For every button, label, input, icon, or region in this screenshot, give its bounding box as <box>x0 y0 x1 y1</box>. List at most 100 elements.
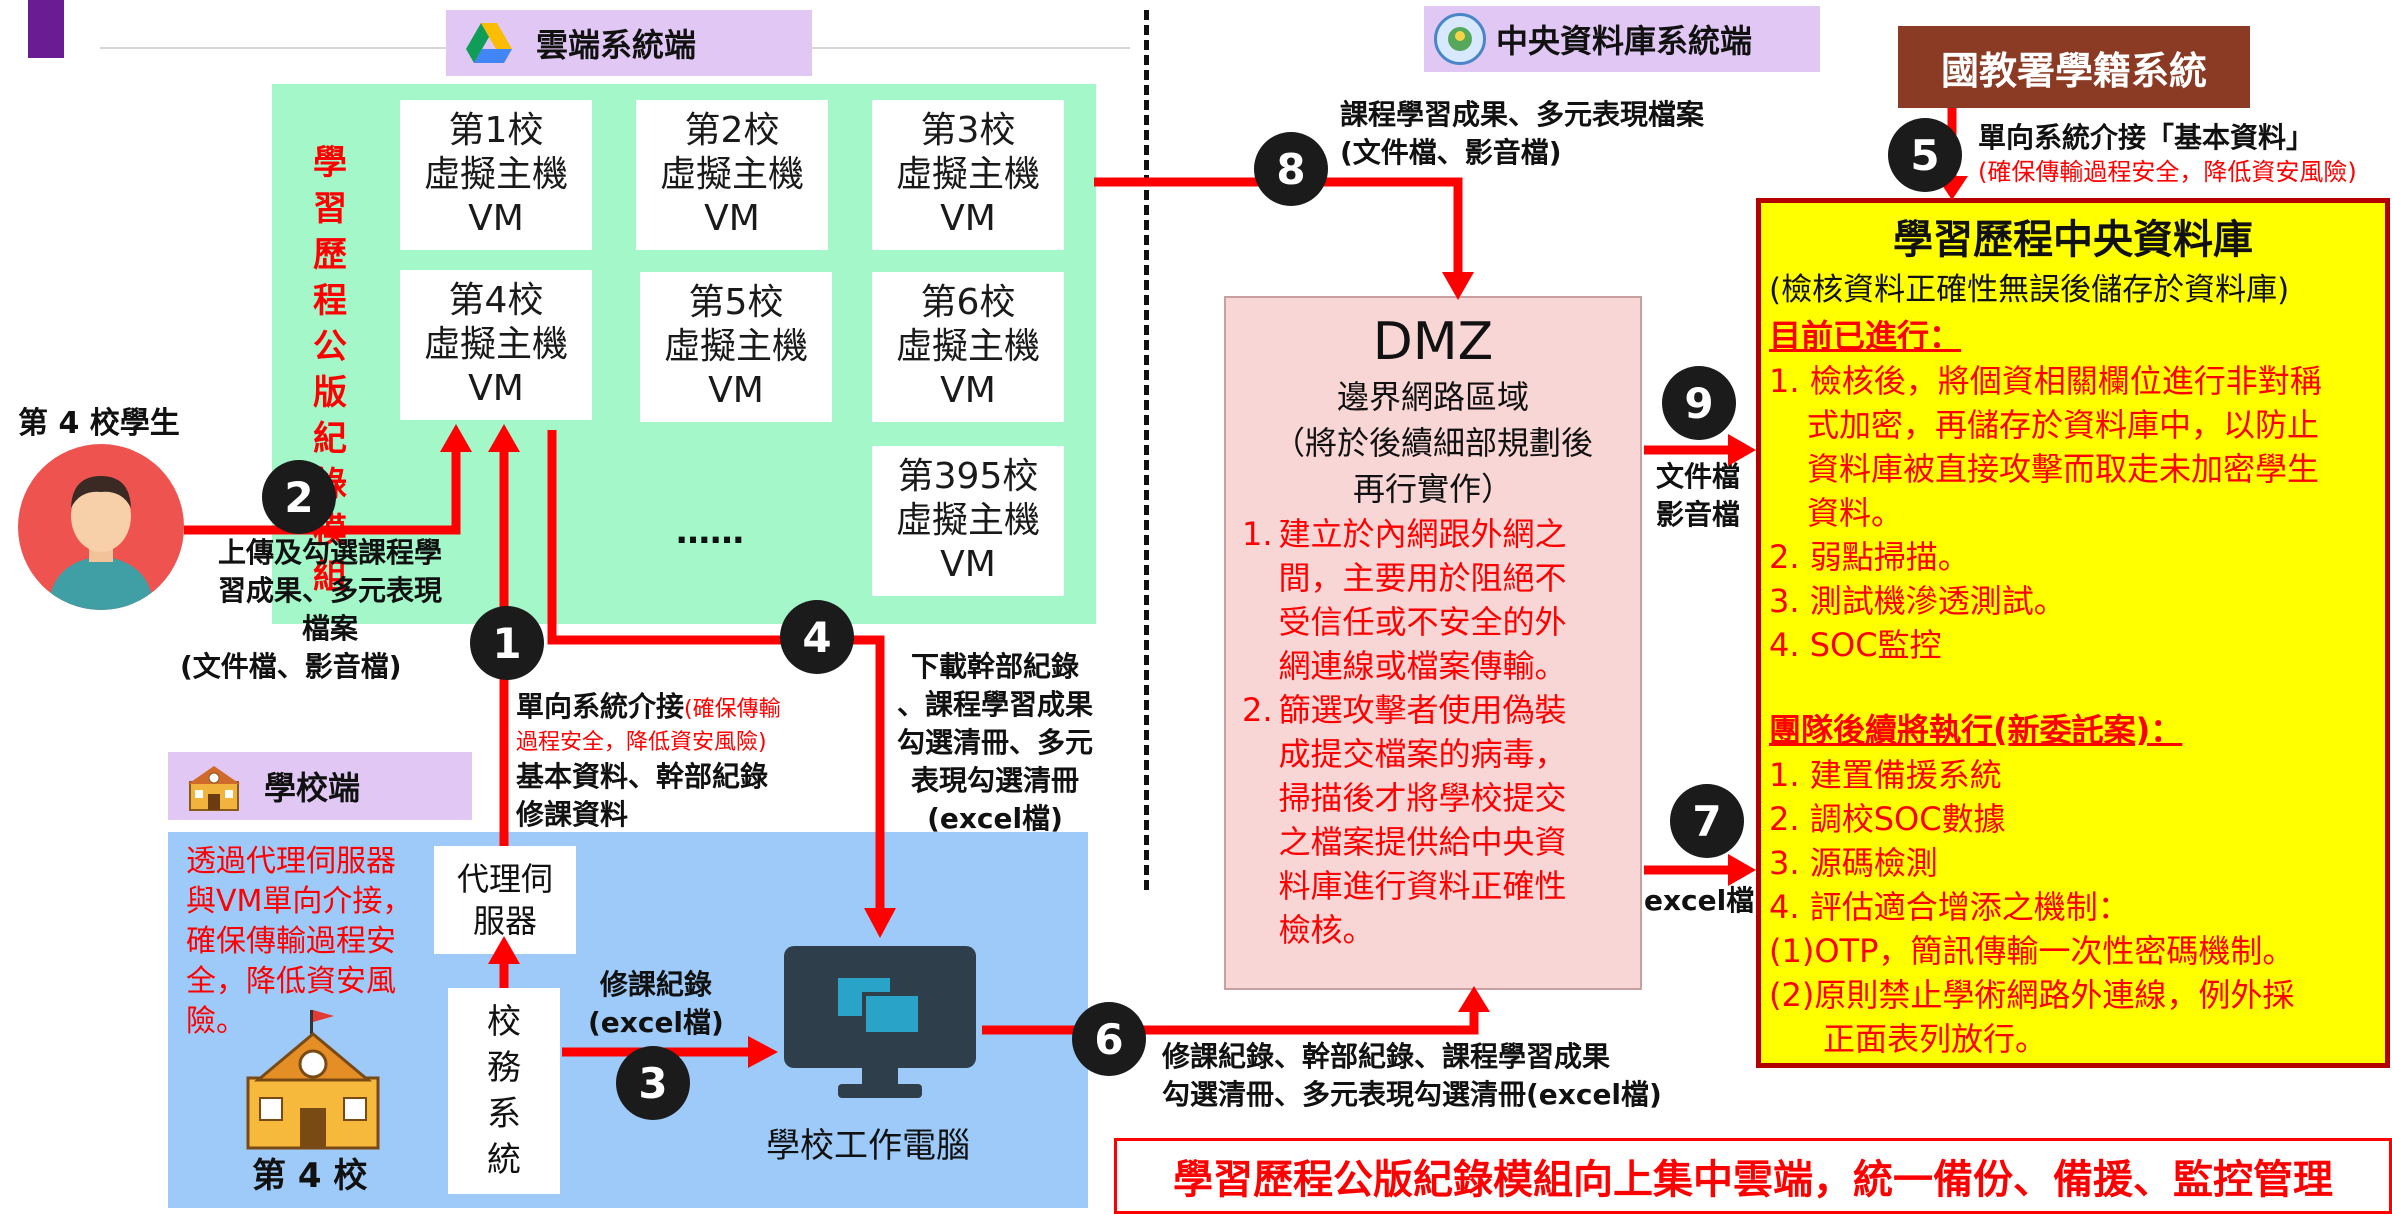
dmz-item-line: 成提交檔案的病毒， <box>1278 735 1567 773</box>
step4-line: 、課程學習成果 <box>896 688 1093 721</box>
central-header: 中央資料庫系統端 <box>1424 6 1820 72</box>
vm-school: 第6校 <box>920 282 1016 323</box>
vm-box: 第2校 虛擬主機 VM <box>636 100 828 250</box>
arrowhead-step6 <box>1458 986 1490 1012</box>
dmz-item-line: 之檔案提供給中央資 <box>1278 823 1567 861</box>
arrowhead-step9 <box>1728 434 1756 466</box>
dmz-box: DMZ 邊界網路區域 （將於後續細部規劃後 再行實作） 1. 建立於內網跟外網之… <box>1224 296 1642 990</box>
arrow-step2 <box>184 448 461 535</box>
step9-line: 影音檔 <box>1656 498 1741 531</box>
step-badge-3: 3 <box>616 1046 690 1120</box>
arrowhead-step7 <box>1728 854 1756 886</box>
step2-line: 上傳及勾選課程學 <box>217 536 442 569</box>
step-badge-4: 4 <box>780 600 854 674</box>
dmz-item-line: 間，主要用於阻絕不 <box>1278 559 1567 597</box>
step1-line: 修課資料 <box>516 798 629 831</box>
school-campus-icon <box>238 1004 388 1154</box>
step3-line: (excel檔) <box>588 1006 724 1039</box>
dmz-sub: （將於後續細部規劃後 <box>1272 424 1593 462</box>
vm-school: 第395校 <box>897 456 1039 497</box>
vm-tag: VM <box>940 544 996 585</box>
vm-box: 第1校 虛擬主機 VM <box>400 100 592 250</box>
step8-line: 課程學習成果、多元表現檔案 <box>1340 98 1705 131</box>
step1-text: 單向系統介接(確保傳輸 過程安全，降低資安風險) 基本資料、幹部紀錄 修課資料 <box>516 690 836 834</box>
school-header-label: 學校端 <box>264 769 361 807</box>
vm-box: 第6校 虛擬主機 VM <box>872 272 1064 422</box>
todo-header: 團隊後續將執行(新委託案)： <box>1769 711 2183 749</box>
vm-school: 第3校 <box>920 110 1016 151</box>
dmz-item: 2. 篩選攻擊者使用偽裝 成提交檔案的病毒， 掃描後才將學校提交 之檔案提供給中… <box>1242 688 1624 952</box>
dmz-item-line: 受信任或不安全的外 <box>1278 603 1567 641</box>
central-header-label: 中央資料庫系統端 <box>1496 22 1753 60</box>
step4-line: (excel檔) <box>927 802 1063 835</box>
step-badge-5: 5 <box>1888 118 1962 192</box>
arrow-step8 <box>1094 177 1463 276</box>
footer-banner: 學習歷程公版紀錄模組向上集中雲端，統一備份、備援、監控管理 <box>1114 1138 2392 1214</box>
school-red-note: 透過代理伺服器 與VM單向介接， 確保傳輸過程安 全，降低資安風 險。 <box>186 842 446 1042</box>
affairs-char: 校 <box>487 1002 521 1042</box>
step-badge-8: 8 <box>1254 132 1328 206</box>
proxy-server-box: 代理伺 服器 <box>434 846 576 954</box>
dmz-item-num: 1. <box>1242 515 1273 553</box>
dmz-item-line: 建立於內網跟外網之 <box>1278 515 1567 553</box>
step2-line: (文件檔、影音檔) <box>180 650 402 683</box>
step2-line: 檔案 <box>301 612 358 645</box>
module-label-line: 公版 <box>313 327 347 413</box>
vm-type: 虛擬主機 <box>895 154 1040 195</box>
vm-type: 虛擬主機 <box>895 326 1040 367</box>
vm-school: 第5校 <box>688 282 784 323</box>
arrowhead-step1 <box>488 424 520 452</box>
step9-text: 文件檔 影音檔 <box>1656 458 1740 534</box>
step7-text: excel檔 <box>1644 884 1755 917</box>
dmz-item: 1. 建立於內網跟外網之 間，主要用於阻絕不 受信任或不安全的外 網連線或檔案傳… <box>1242 512 1624 688</box>
arrow-step4 <box>547 430 885 908</box>
vm-tag: VM <box>940 198 996 239</box>
arrowhead-affairs-proxy <box>488 936 520 964</box>
arrow-step6 <box>982 1008 1479 1035</box>
step2-text: 上傳及勾選課程學 習成果、多元表現 檔案 (文件檔、影音檔) <box>180 534 480 686</box>
workstation-label: 學校工作電腦 <box>766 1126 970 1166</box>
todo-item: (1)OTP，簡訊傳輸一次性密碼機制。 <box>1769 932 2295 970</box>
step9-line: 文件檔 <box>1656 460 1741 493</box>
affairs-char: 統 <box>487 1140 521 1180</box>
dmz-sub: 再行實作） <box>1352 470 1513 508</box>
vm-tag: VM <box>704 198 760 239</box>
step4-line: 勾選清冊、多元 <box>896 726 1093 759</box>
school-label: 第 4 校 <box>252 1156 368 1196</box>
arrowhead-step2 <box>440 424 472 452</box>
vm-box: 第4校 虛擬主機 VM <box>400 270 592 420</box>
student-avatar <box>18 444 184 610</box>
moe-system-box: 國教署學籍系統 <box>1898 26 2250 108</box>
done-item: 2. 弱點掃描。 <box>1769 538 1970 576</box>
system-divider <box>1144 10 1149 890</box>
step1-note-2: 過程安全，降低資安風險) <box>516 730 767 755</box>
step6-line: 修課紀錄、幹部紀錄、課程學習成果 <box>1162 1040 1611 1073</box>
todo-item: (2)原則禁止學術網路外連線，例外採 正面表列放行。 <box>1769 973 2377 1061</box>
module-label-line: 歷程 <box>313 235 347 321</box>
cloud-header-label: 雲端系統端 <box>536 26 697 64</box>
step-badge-1: 1 <box>470 606 544 680</box>
vm-type: 虛擬主機 <box>663 326 808 367</box>
done-item-line: 式加密，再儲存於資料庫中，以防止 <box>1807 406 2320 444</box>
dmz-item-line: 檢核。 <box>1278 911 1375 949</box>
vm-type: 虛擬主機 <box>423 154 568 195</box>
ministry-seal-icon <box>1434 13 1486 65</box>
step2-line: 習成果、多元表現 <box>217 574 442 607</box>
step4-line: 下載幹部紀錄 <box>910 650 1079 683</box>
central-title: 學習歷程中央資料庫 <box>1893 217 2253 263</box>
school-header: 學校端 <box>168 752 472 820</box>
cloud-drive-icon <box>464 21 514 65</box>
title-bar-accent <box>28 0 64 58</box>
vm-school: 第1校 <box>448 110 544 151</box>
dmz-item-line: 掃描後才將學校提交 <box>1278 779 1567 817</box>
school-workstation-icon <box>782 944 978 1102</box>
dmz-title: DMZ <box>1372 312 1494 372</box>
dmz-item-num: 2. <box>1242 691 1273 729</box>
student-label: 第 4 校學生 <box>18 406 180 441</box>
done-item: 1. 檢核後，將個資相關欄位進行非對稱 式加密，再儲存於資料庫中，以防止 資料庫… <box>1769 359 2377 535</box>
done-item-line: 資料庫被直接攻擊而取走未加密學生 <box>1807 450 2320 488</box>
note-line: 透過代理伺服器 <box>186 844 396 879</box>
done-item-line: 1. 檢核後，將個資相關欄位進行非對稱 <box>1769 362 2322 400</box>
vm-box: 第5校 虛擬主機 VM <box>640 272 832 422</box>
affairs-char: 系 <box>487 1094 521 1134</box>
